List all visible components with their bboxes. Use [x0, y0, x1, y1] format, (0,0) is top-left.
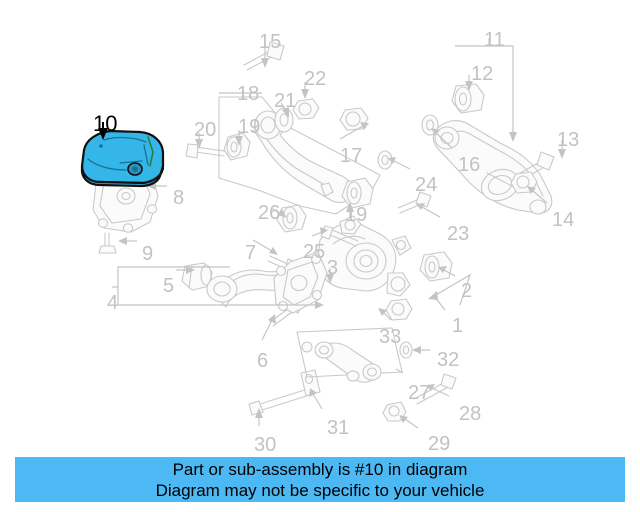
part-11-lower-arm [432, 120, 553, 215]
part-24-washer [377, 150, 393, 170]
part-10-highlighted-mount [80, 129, 165, 188]
callout-number-25: 25 [303, 241, 326, 263]
part-15-bolt [243, 41, 285, 71]
part-33-nut [385, 298, 413, 321]
part-22-nut [292, 98, 320, 120]
callout-number-10: 10 [93, 111, 118, 136]
callout-number-21: 21 [274, 90, 297, 112]
callout-number-27: 27 [408, 382, 431, 404]
part-17-nut [339, 107, 369, 131]
part-2-bushing [419, 251, 453, 282]
callout-number-3: 3 [327, 257, 339, 279]
callout-number-33: 33 [379, 326, 402, 348]
callout-number-8: 8 [173, 187, 185, 209]
callout-number-11: 11 [484, 29, 505, 51]
callout-number-30: 30 [254, 434, 277, 456]
part-20-bolt [185, 143, 225, 159]
caption-line-2: Diagram may not be specific to your vehi… [155, 480, 485, 500]
part-12-bushing [451, 83, 485, 114]
callout-number-5: 5 [163, 275, 175, 297]
part-9-bolt [98, 232, 117, 254]
callout-number-12: 12 [471, 63, 494, 85]
callout-number-7: 7 [245, 242, 257, 264]
callout-number-16: 16 [458, 154, 481, 176]
callout-number-4: 4 [107, 292, 119, 314]
part-32-washer [399, 341, 413, 359]
callout-number-32: 32 [437, 349, 460, 371]
caption-line-1: Part or sub-assembly is #10 in diagram [172, 459, 468, 479]
part-18-arm-box [218, 96, 381, 215]
callout-number-23: 23 [447, 223, 470, 245]
caption-banner: Part or sub-assembly is #10 in diagram D… [15, 457, 625, 502]
callout-number-14: 14 [552, 209, 575, 231]
callout-number-2: 2 [461, 280, 473, 302]
callout-number-24: 24 [415, 174, 438, 196]
callout-number-1: 1 [452, 315, 464, 337]
part-3-knuckle [273, 215, 412, 314]
callout-number-29: 29 [428, 433, 451, 455]
callout-number-18: 18 [237, 83, 260, 105]
callout-number-9: 9 [142, 243, 154, 265]
callout-number-26: 26 [258, 202, 281, 224]
part-26-bushing [276, 204, 307, 233]
callout-number-20: 20 [194, 119, 217, 141]
callout-number-19: 19 [238, 116, 261, 138]
callout-number-19: 19 [345, 204, 368, 226]
callout-number-28: 28 [459, 403, 482, 425]
callout-number-13: 13 [557, 129, 580, 151]
callout-number-6: 6 [257, 350, 269, 372]
callout-number-31: 31 [327, 417, 350, 439]
callout-number-15: 15 [259, 31, 282, 53]
callout-number-17: 17 [340, 145, 363, 167]
part-10-leader [98, 122, 108, 140]
gray-parts-linework [92, 41, 555, 422]
gray-leader-lines [112, 38, 566, 429]
callout-number-22: 22 [304, 68, 327, 90]
